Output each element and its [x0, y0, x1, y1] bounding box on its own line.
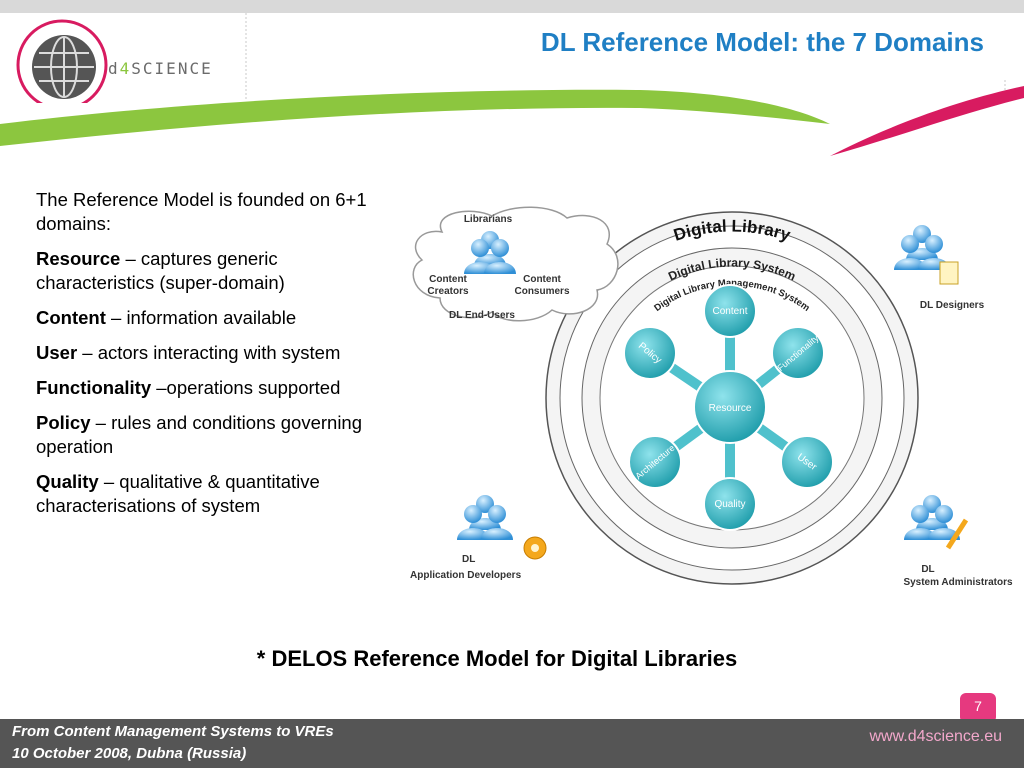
- logo-ring-icon: [16, 19, 108, 103]
- header-swoosh: [0, 80, 1024, 156]
- domain-quality: Quality – qualitative & quantitative cha…: [36, 471, 320, 516]
- content-consumers-label-1: Content: [523, 274, 561, 285]
- domain-list: The Reference Model is founded on 6+1 do…: [36, 188, 396, 529]
- top-bar: [0, 0, 1024, 13]
- dl-domains-diagram: Digital Library Digital Library System D…: [410, 206, 1013, 588]
- footer-event-title: From Content Management Systems to VREs: [12, 723, 334, 740]
- app-developers-group: DL Application Developers: [410, 495, 547, 581]
- domain-policy: Policy – rules and conditions governing …: [36, 412, 363, 457]
- app-devs-label-2: Application Developers: [410, 570, 522, 581]
- dl-end-users-label: DL End-Users: [449, 310, 515, 321]
- dl-designers-label: DL Designers: [920, 300, 985, 311]
- logo-graphic: [16, 13, 247, 103]
- node-content: [703, 284, 757, 338]
- node-resource: [693, 370, 767, 444]
- content-creators-label-2: Creators: [427, 286, 469, 297]
- app-devs-label-1: DL: [462, 554, 475, 565]
- content-consumers-label-2: Consumers: [514, 286, 569, 297]
- slide-title: DL Reference Model: the 7 Domains: [540, 27, 984, 57]
- footnote: * DELOS Reference Model for Digital Libr…: [256, 646, 738, 671]
- domain-content: Content – information available: [36, 307, 297, 328]
- intro-text: The Reference Model is founded on 6+1 do…: [36, 189, 367, 234]
- pencil-icon: [945, 518, 969, 550]
- document-icon: [939, 261, 959, 285]
- domain-user: User – actors interacting with system: [36, 342, 341, 363]
- node-resource-label: Resource: [709, 403, 752, 414]
- logo-wordmark: d4science: [108, 59, 213, 78]
- node-user: [780, 435, 834, 489]
- node-architecture: [628, 435, 682, 489]
- node-functionality: [771, 326, 825, 380]
- node-policy: [623, 326, 677, 380]
- node-quality: [703, 477, 757, 531]
- footer-event-date: 10 October 2008, Dubna (Russia): [12, 745, 247, 762]
- end-users-cloud: Librarians Content Creators Content Cons…: [412, 206, 619, 322]
- node-quality-label: Quality: [714, 499, 745, 510]
- domain-resource: Resource – captures generic characterist…: [36, 248, 285, 293]
- sys-admins-group: DL System Administrators: [903, 495, 1013, 588]
- footer-bar: [0, 719, 1024, 768]
- page-number-badge: 7: [960, 693, 996, 723]
- sys-admins-label-2: System Administrators: [903, 577, 1013, 588]
- node-content-label: Content: [712, 306, 747, 317]
- dl-designers-group: DL Designers: [894, 225, 985, 311]
- content-creators-label-1: Content: [429, 274, 467, 285]
- sys-admins-label-1: DL: [921, 564, 934, 575]
- domain-functionality: Functionality –operations supported: [36, 377, 341, 398]
- website-link[interactable]: www.d4science.eu: [869, 728, 1002, 745]
- librarians-label: Librarians: [464, 214, 513, 225]
